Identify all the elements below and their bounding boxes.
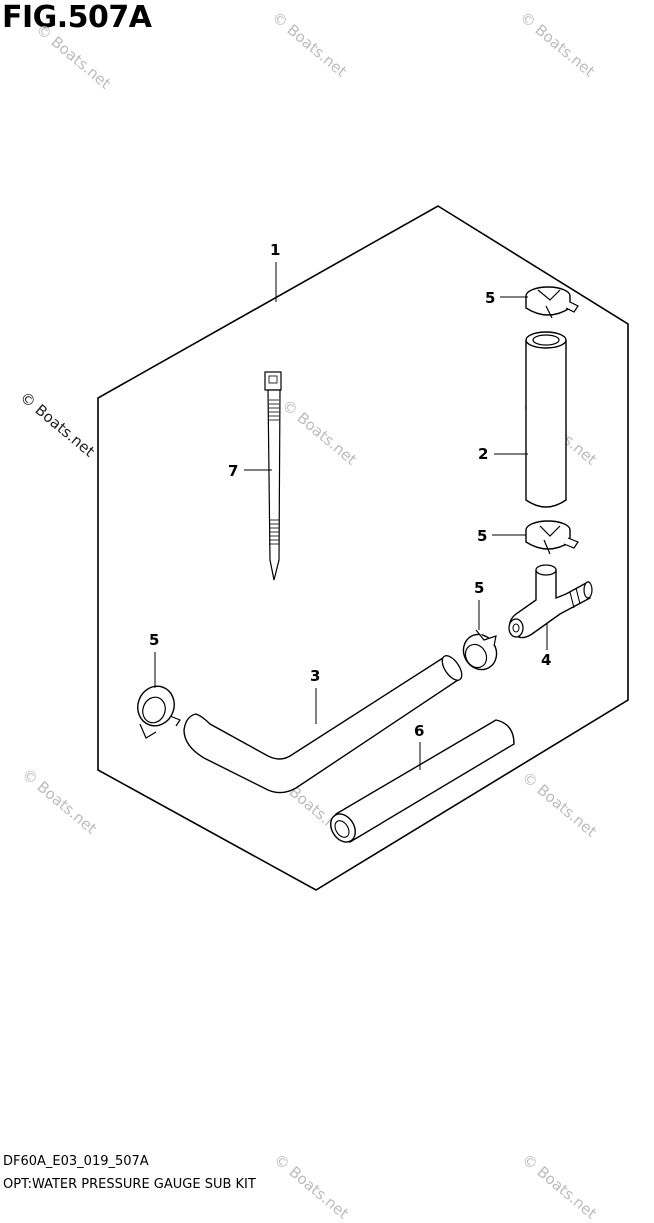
hose-part-6 (330, 719, 515, 843)
figure-title: FIG.507A (2, 0, 152, 35)
hose-part-2 (525, 331, 567, 508)
hose-clamp-part (462, 629, 498, 671)
callout-6: 6 (414, 722, 424, 740)
kit-boundary (97, 205, 629, 891)
callout-5: 5 (474, 579, 484, 597)
callout-5: 5 (485, 289, 495, 307)
hose-clamp-part (525, 520, 579, 555)
kit-title: OPT:WATER PRESSURE GAUGE SUB KIT (3, 1177, 256, 1192)
hose-clamp-part (525, 286, 579, 319)
callout-5: 5 (477, 527, 487, 545)
tee-fitting-part (508, 564, 593, 639)
callout-4: 4 (541, 651, 551, 669)
callout-2: 2 (478, 445, 488, 463)
cable-tie-part (264, 371, 282, 581)
callout-1: 1 (270, 241, 280, 259)
callout-5: 5 (149, 631, 159, 649)
figure-code: DF60A_E03_019_507A (3, 1154, 149, 1169)
callout-3: 3 (310, 667, 320, 685)
callout-7: 7 (228, 462, 238, 480)
hose-clamp-part (137, 685, 181, 739)
hose-part-3 (183, 655, 463, 794)
